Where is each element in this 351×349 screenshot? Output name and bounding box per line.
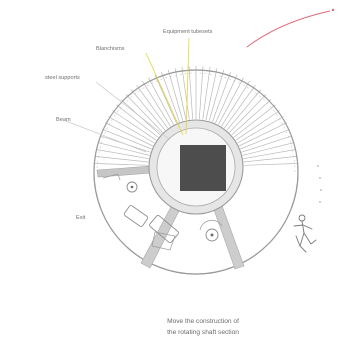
caption-line-1: Move the construction of	[167, 318, 239, 325]
radial-beam	[116, 104, 159, 138]
person-arms	[293, 224, 313, 230]
radial-beam	[235, 110, 280, 141]
radial-beam	[105, 122, 154, 147]
trail-dot	[320, 189, 322, 191]
radial-beam	[174, 68, 187, 121]
radial-beam	[95, 163, 149, 166]
floor-area	[94, 172, 298, 274]
trail-dot	[319, 201, 321, 203]
radial-beam	[237, 116, 284, 144]
radial-beam	[198, 66, 204, 120]
stool-left-dot	[130, 185, 134, 189]
label-blanchisms: Blanchisms	[96, 46, 125, 52]
caption-line-2: the rotating shaft section	[167, 329, 239, 336]
radial-beam	[231, 99, 272, 136]
label-equipment-tubesets: Equipment tubesets	[163, 29, 213, 35]
radial-beam	[102, 128, 152, 150]
radial-beam	[188, 66, 194, 120]
radial-beam	[154, 74, 177, 124]
radial-beam	[108, 116, 155, 144]
radial-beam	[218, 77, 244, 125]
radial-beam	[243, 156, 297, 163]
radial-beam	[125, 94, 163, 133]
radial-beam	[95, 156, 149, 163]
label-beam: Beam	[56, 117, 71, 123]
radial-beam	[136, 85, 169, 129]
table-shape	[151, 231, 176, 251]
radial-beam	[241, 135, 293, 153]
radial-beam	[226, 89, 262, 131]
trail-dot	[317, 165, 319, 167]
shaft-core	[180, 145, 226, 191]
label-steel-supports: steel supports	[45, 75, 80, 81]
leader-blanchisms	[145, 52, 184, 136]
radial-beam	[142, 81, 171, 127]
accent-dot	[331, 8, 335, 12]
radial-beam	[238, 122, 287, 147]
radial-beam	[243, 163, 297, 166]
leader-beam	[65, 120, 147, 153]
accent-curve	[246, 10, 331, 48]
floor-arc	[93, 171, 299, 275]
radial-beam	[242, 142, 295, 156]
radial-beam	[205, 68, 218, 121]
person-sketch	[293, 214, 317, 253]
radial-beam	[96, 149, 149, 160]
radial-beam	[208, 69, 225, 121]
dotted-trail	[317, 165, 322, 203]
radial-beam	[233, 104, 276, 138]
arc-detail	[199, 219, 223, 231]
furniture-group	[102, 173, 223, 251]
person-leg-2	[295, 235, 307, 253]
radial-beam	[97, 142, 150, 156]
corner-detail	[102, 173, 121, 181]
radial-beam	[181, 66, 190, 120]
radial-beam	[130, 89, 166, 131]
leader-steel-supports	[95, 81, 171, 141]
trail-dot	[319, 177, 321, 179]
radial-beam	[223, 85, 256, 129]
leader-equipment	[185, 37, 190, 135]
stool-bottom-dot	[210, 233, 214, 237]
leader-lines	[65, 37, 190, 153]
radial-beam	[221, 81, 250, 127]
label-exit: Exit	[76, 215, 86, 221]
radial-beam	[148, 77, 174, 125]
radial-beam	[202, 66, 211, 120]
radial-beam	[243, 149, 296, 160]
radial-beam	[161, 71, 180, 123]
radial-beam	[215, 74, 238, 124]
radial-beam	[240, 128, 290, 150]
radial-beam	[112, 110, 157, 141]
bed-shape	[149, 215, 179, 243]
person-leg	[303, 232, 317, 245]
radial-beam	[229, 94, 267, 133]
radial-beam	[167, 69, 184, 121]
desk-shape	[123, 205, 149, 227]
radial-beam	[212, 71, 231, 123]
